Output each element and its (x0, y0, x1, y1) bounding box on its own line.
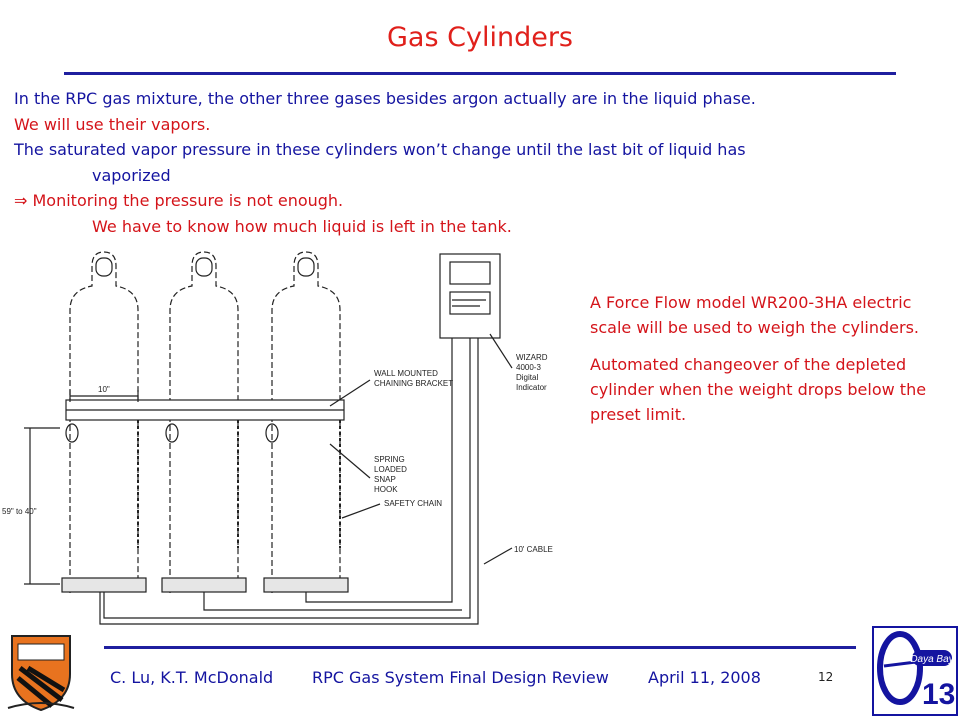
label-hook-1: SPRING (374, 455, 405, 464)
line-2: We will use their vapors. (14, 114, 211, 134)
label-hook-4: HOOK (374, 485, 398, 494)
line-3: The saturated vapor pressure in these cy… (14, 140, 746, 159)
cylinder-2 (169, 251, 239, 593)
label-indicator-3: Digital (516, 373, 538, 382)
daya-bay-number: 13 (922, 678, 955, 711)
title-rule (64, 72, 896, 75)
daya-bay-logo: Daya Bay 13 (872, 626, 958, 716)
label-indicator-2: 4000-3 (516, 363, 541, 372)
daya-bay-label: Daya Bay (910, 654, 954, 665)
label-cable: 10' CABLE (514, 545, 553, 554)
label-height: 59" to 40" (2, 507, 37, 516)
cylinder-3 (271, 251, 341, 593)
line-5-text: Monitoring the pressure is not enough. (32, 191, 344, 210)
line-5: ⇒ Monitoring the pressure is not enough. (14, 188, 954, 214)
label-hook-2: LOADED (374, 465, 407, 474)
label-indicator-1: WIZARD (516, 353, 548, 362)
label-width: 10" (98, 385, 110, 394)
cylinder-1 (69, 251, 139, 593)
slide-title: Gas Cylinders (387, 22, 573, 53)
label-chain: SAFETY CHAIN (384, 499, 442, 508)
label-indicator-4: Indicator (516, 383, 547, 392)
body-text: In the RPC gas mixture, the other three … (14, 86, 954, 239)
princeton-shield-logo (4, 630, 78, 714)
scale-platform-2 (161, 577, 247, 593)
line-1: In the RPC gas mixture, the other three … (14, 89, 756, 108)
scale-platform-3 (263, 577, 349, 593)
line-6: We have to know how much liquid is left … (92, 216, 512, 236)
side-paragraph-1: A Force Flow model WR200-3HA electric sc… (590, 293, 920, 337)
footer-date: April 11, 2008 (648, 668, 761, 687)
side-text: A Force Flow model WR200-3HA electric sc… (590, 290, 950, 439)
footer-event: RPC Gas System Final Design Review (312, 668, 609, 687)
label-bracket-2: CHAINING BRACKET (374, 379, 453, 388)
side-paragraph-2: Automated changeover of the depleted cyl… (590, 355, 927, 424)
footer-authors: C. Lu, K.T. McDonald (110, 668, 274, 687)
implies-icon: ⇒ (14, 191, 28, 210)
line-4: vaporized (92, 165, 171, 185)
label-bracket-1: WALL MOUNTED (374, 369, 438, 378)
page-number: 12 (818, 670, 834, 684)
label-hook-3: SNAP (374, 475, 396, 484)
footer-rule (104, 646, 856, 649)
cylinder-diagram: 10" 59" to 40" WALL MOUNTED CHAINING BRA… (2, 251, 553, 625)
scale-platform-1 (61, 577, 147, 593)
